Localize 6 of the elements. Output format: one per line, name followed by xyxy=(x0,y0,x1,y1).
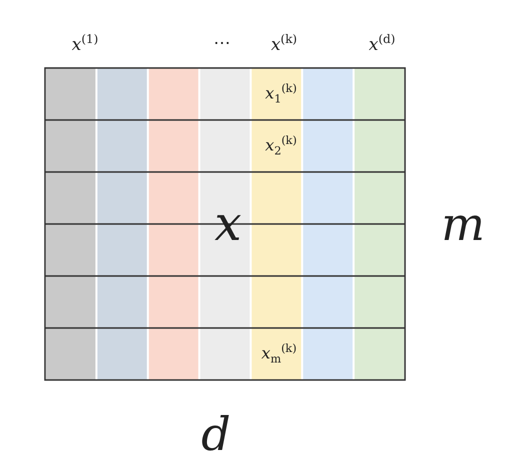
row-count-label: m xyxy=(441,201,485,247)
column-label: x$^{(d)}$ xyxy=(368,34,396,54)
column-count-label: d xyxy=(201,411,231,457)
column-label: x$^{(k)}$ xyxy=(270,34,298,54)
ellipsis: ⋯ xyxy=(214,36,230,52)
column-label: x$^{(1)}$ xyxy=(72,34,98,54)
